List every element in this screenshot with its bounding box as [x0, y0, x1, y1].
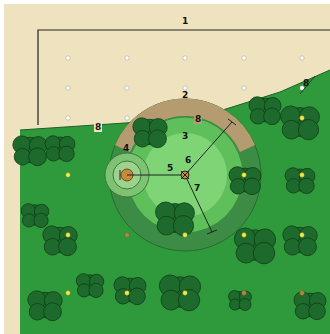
tree-canopy	[156, 202, 195, 236]
tree-canopy	[285, 168, 315, 194]
plant-marker	[300, 173, 305, 178]
plant-marker	[125, 86, 129, 90]
plant-marker	[300, 116, 305, 121]
callout-number: 3	[181, 131, 189, 141]
tree-canopy	[229, 291, 252, 311]
plant-marker	[125, 56, 129, 60]
plant-marker	[183, 291, 188, 296]
plant-marker	[66, 291, 71, 296]
callout-number: 6	[184, 155, 192, 165]
callout-number: 1	[181, 16, 189, 26]
callout-number: 7	[193, 183, 201, 193]
plant-marker	[66, 116, 70, 120]
tree-canopy	[28, 291, 62, 321]
plant-marker	[125, 291, 130, 296]
tree-canopy	[283, 226, 317, 256]
tree-canopy	[159, 275, 200, 311]
callout-number: 8	[194, 114, 202, 124]
tree-canopy	[234, 228, 275, 264]
tree-canopy	[114, 277, 146, 305]
plant-marker	[66, 233, 71, 238]
plant-marker	[242, 233, 247, 238]
plant-marker	[125, 233, 130, 238]
plant-marker	[300, 291, 305, 296]
plant-marker	[300, 233, 305, 238]
plant-marker	[183, 233, 188, 238]
plant-marker	[125, 116, 129, 120]
plant-marker	[66, 173, 71, 178]
plant-marker	[300, 116, 304, 120]
plant-marker	[242, 56, 246, 60]
tree-canopy	[281, 106, 320, 140]
plant-marker	[242, 173, 247, 178]
plant-marker	[66, 56, 70, 60]
callout-number: 5	[166, 163, 174, 173]
callout-number: 2	[181, 90, 189, 100]
tree-canopy	[13, 136, 47, 166]
tree-canopy	[76, 274, 103, 298]
tree-canopy	[133, 118, 167, 148]
tree-canopy	[249, 97, 281, 125]
plant-marker	[66, 86, 70, 90]
plant-marker	[300, 56, 304, 60]
plant-marker	[183, 56, 187, 60]
plant-marker	[242, 86, 246, 90]
tree-canopy	[45, 136, 75, 162]
tree-canopy	[21, 204, 48, 228]
callout-number: 4	[122, 143, 130, 153]
plant-marker	[242, 291, 247, 296]
callout-number: 8	[302, 78, 310, 88]
plant-marker	[183, 86, 187, 90]
tree-canopy	[229, 167, 261, 195]
callout-number: 8	[94, 122, 102, 132]
tree-canopy	[294, 292, 326, 320]
tree-canopy	[43, 226, 77, 256]
